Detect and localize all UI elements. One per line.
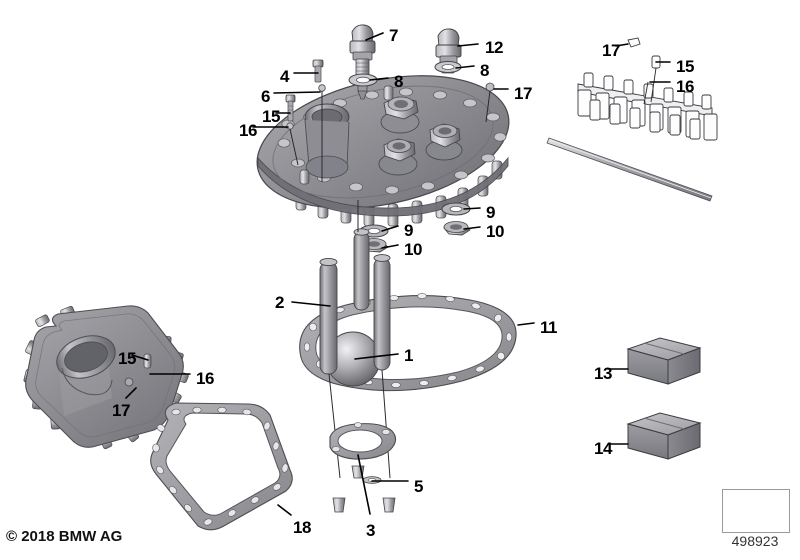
callout-number-10: 10	[404, 240, 422, 259]
washer-8-left	[348, 73, 378, 87]
callout-number-9: 9	[404, 221, 413, 240]
left-cover-stud-15	[143, 353, 152, 369]
callout-number-15: 15	[262, 107, 280, 126]
main-plate-hex-boss-b	[378, 138, 418, 176]
bolt-6	[318, 84, 326, 182]
callout-number-13: 13	[594, 364, 612, 383]
diagram-reference-box	[722, 489, 790, 533]
pin-17-rail	[627, 37, 641, 48]
main-plate-hex-boss-a	[380, 96, 420, 134]
callout-number-17c: 17	[112, 401, 130, 420]
leader-line-17b	[615, 43, 629, 47]
leader-line-10b	[463, 226, 481, 230]
callout-number-11: 11	[540, 318, 557, 337]
long-thin-rod	[546, 137, 713, 202]
leader-line-3	[357, 454, 371, 515]
main-plate-hex-boss-c	[425, 123, 463, 161]
washer-8-right	[434, 61, 462, 73]
main-plate-tube-boss	[304, 103, 350, 179]
callout-number-16c: 16	[196, 369, 214, 388]
callout-number-16: 16	[239, 121, 257, 140]
box-13	[626, 337, 702, 385]
left-cover-tube-boss	[56, 335, 116, 416]
main-cover-plate	[256, 75, 510, 227]
square-gasket-18	[150, 402, 293, 531]
callout-number-15c: 15	[118, 349, 136, 368]
callout-number-2: 2	[275, 293, 284, 312]
callout-leader-lines	[125, 32, 671, 516]
nut-10-right	[443, 221, 471, 236]
callout-number-12: 12	[485, 38, 503, 57]
washer-9-right	[441, 202, 471, 216]
leader-line-9b	[463, 207, 481, 210]
callout-number-8: 8	[394, 72, 403, 91]
left-cover-pin-17	[124, 377, 134, 387]
callout-number-16b: 16	[676, 77, 694, 96]
leader-line-12	[457, 43, 479, 47]
callout-number-18: 18	[293, 518, 311, 537]
callout-number-8b: 8	[480, 61, 489, 80]
copyright-notice: © 2018 BMW AG	[6, 528, 123, 545]
callout-number-15b: 15	[676, 57, 694, 76]
callout-number-6: 6	[261, 87, 270, 106]
leader-line-11	[517, 322, 535, 326]
leader-line-8b	[455, 65, 475, 69]
callout-number-3: 3	[366, 521, 375, 540]
callout-number-9b: 9	[486, 203, 495, 222]
leader-line-8	[369, 77, 389, 81]
flange-plate-3	[329, 422, 397, 460]
callout-number-5: 5	[414, 477, 423, 496]
callout-number-1: 1	[404, 346, 413, 365]
callout-number-4: 4	[280, 67, 289, 86]
leader-line-7	[365, 32, 384, 41]
leader-line-10	[381, 244, 399, 249]
callout-number-17: 17	[514, 84, 532, 103]
bolt-4	[312, 59, 324, 83]
pin-17-main	[485, 82, 495, 123]
leader-line-2	[291, 301, 331, 307]
main-plate-face-stud	[383, 85, 394, 101]
callout-number-7: 7	[389, 26, 398, 45]
gasket-holes	[152, 406, 289, 526]
leader-line-18	[277, 504, 292, 516]
assembly-guide-lines	[328, 200, 391, 479]
bottom-bolts	[332, 465, 396, 513]
callout-number-10b: 10	[486, 222, 504, 241]
diagram-part-number: 498923	[731, 533, 779, 549]
leader-line-17c	[125, 387, 137, 399]
leader-line-9	[381, 225, 399, 232]
bolt-15-top	[285, 94, 296, 122]
box-14	[626, 412, 702, 460]
leader-line-15c	[131, 354, 149, 361]
dowel-rods-2	[319, 228, 391, 375]
left-cover-plate	[23, 305, 189, 450]
callout-number-14: 14	[594, 439, 612, 458]
leader-line-1	[354, 353, 399, 360]
callout-number-17b: 17	[602, 41, 620, 60]
stud-rail-lineart	[577, 37, 718, 141]
leader-line-6	[273, 91, 321, 94]
